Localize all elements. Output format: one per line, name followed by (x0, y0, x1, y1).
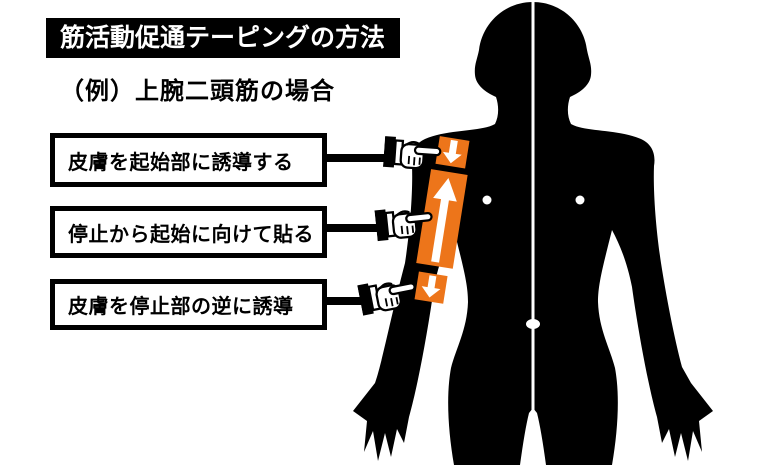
tape-arrow-down-bottom-icon (421, 275, 441, 298)
navel-dot (526, 319, 540, 329)
pointing-hand-icon (357, 282, 416, 316)
callout-box-skin-opposite-insertion: 皮膚を停止部の逆に誘導 (50, 279, 327, 330)
chest-dot-right (575, 195, 585, 205)
callout-connector-line-1 (323, 154, 387, 162)
tape-arrow-down-top-icon (442, 139, 462, 164)
callout-box-skin-to-origin: 皮膚を起始部に誘導する (50, 133, 327, 187)
pointing-hand-icon (374, 209, 433, 242)
title-banner: 筋活動促通テーピングの方法 (46, 18, 400, 58)
subtitle-text: （例）上腕二頭筋の場合 (60, 78, 335, 105)
pointing-hand-icon (382, 136, 442, 170)
title-text: 筋活動促通テーピングの方法 (60, 24, 386, 52)
chest-dot-left (482, 195, 492, 205)
body-midline (531, 2, 535, 465)
callout-label: 停止から起始に向けて貼る (68, 223, 314, 246)
tape-arrow-up-middle-icon (431, 178, 457, 263)
callout-label: 皮膚を停止部の逆に誘導 (68, 296, 294, 318)
tape-overlay (414, 136, 470, 304)
callout-label: 皮膚を起始部に誘導する (68, 151, 294, 174)
callout-connector-line-3 (325, 297, 365, 305)
callout-box-apply-insertion-to-origin: 停止から起始に向けて貼る (50, 206, 327, 258)
callout-connector-line-2 (325, 224, 379, 232)
